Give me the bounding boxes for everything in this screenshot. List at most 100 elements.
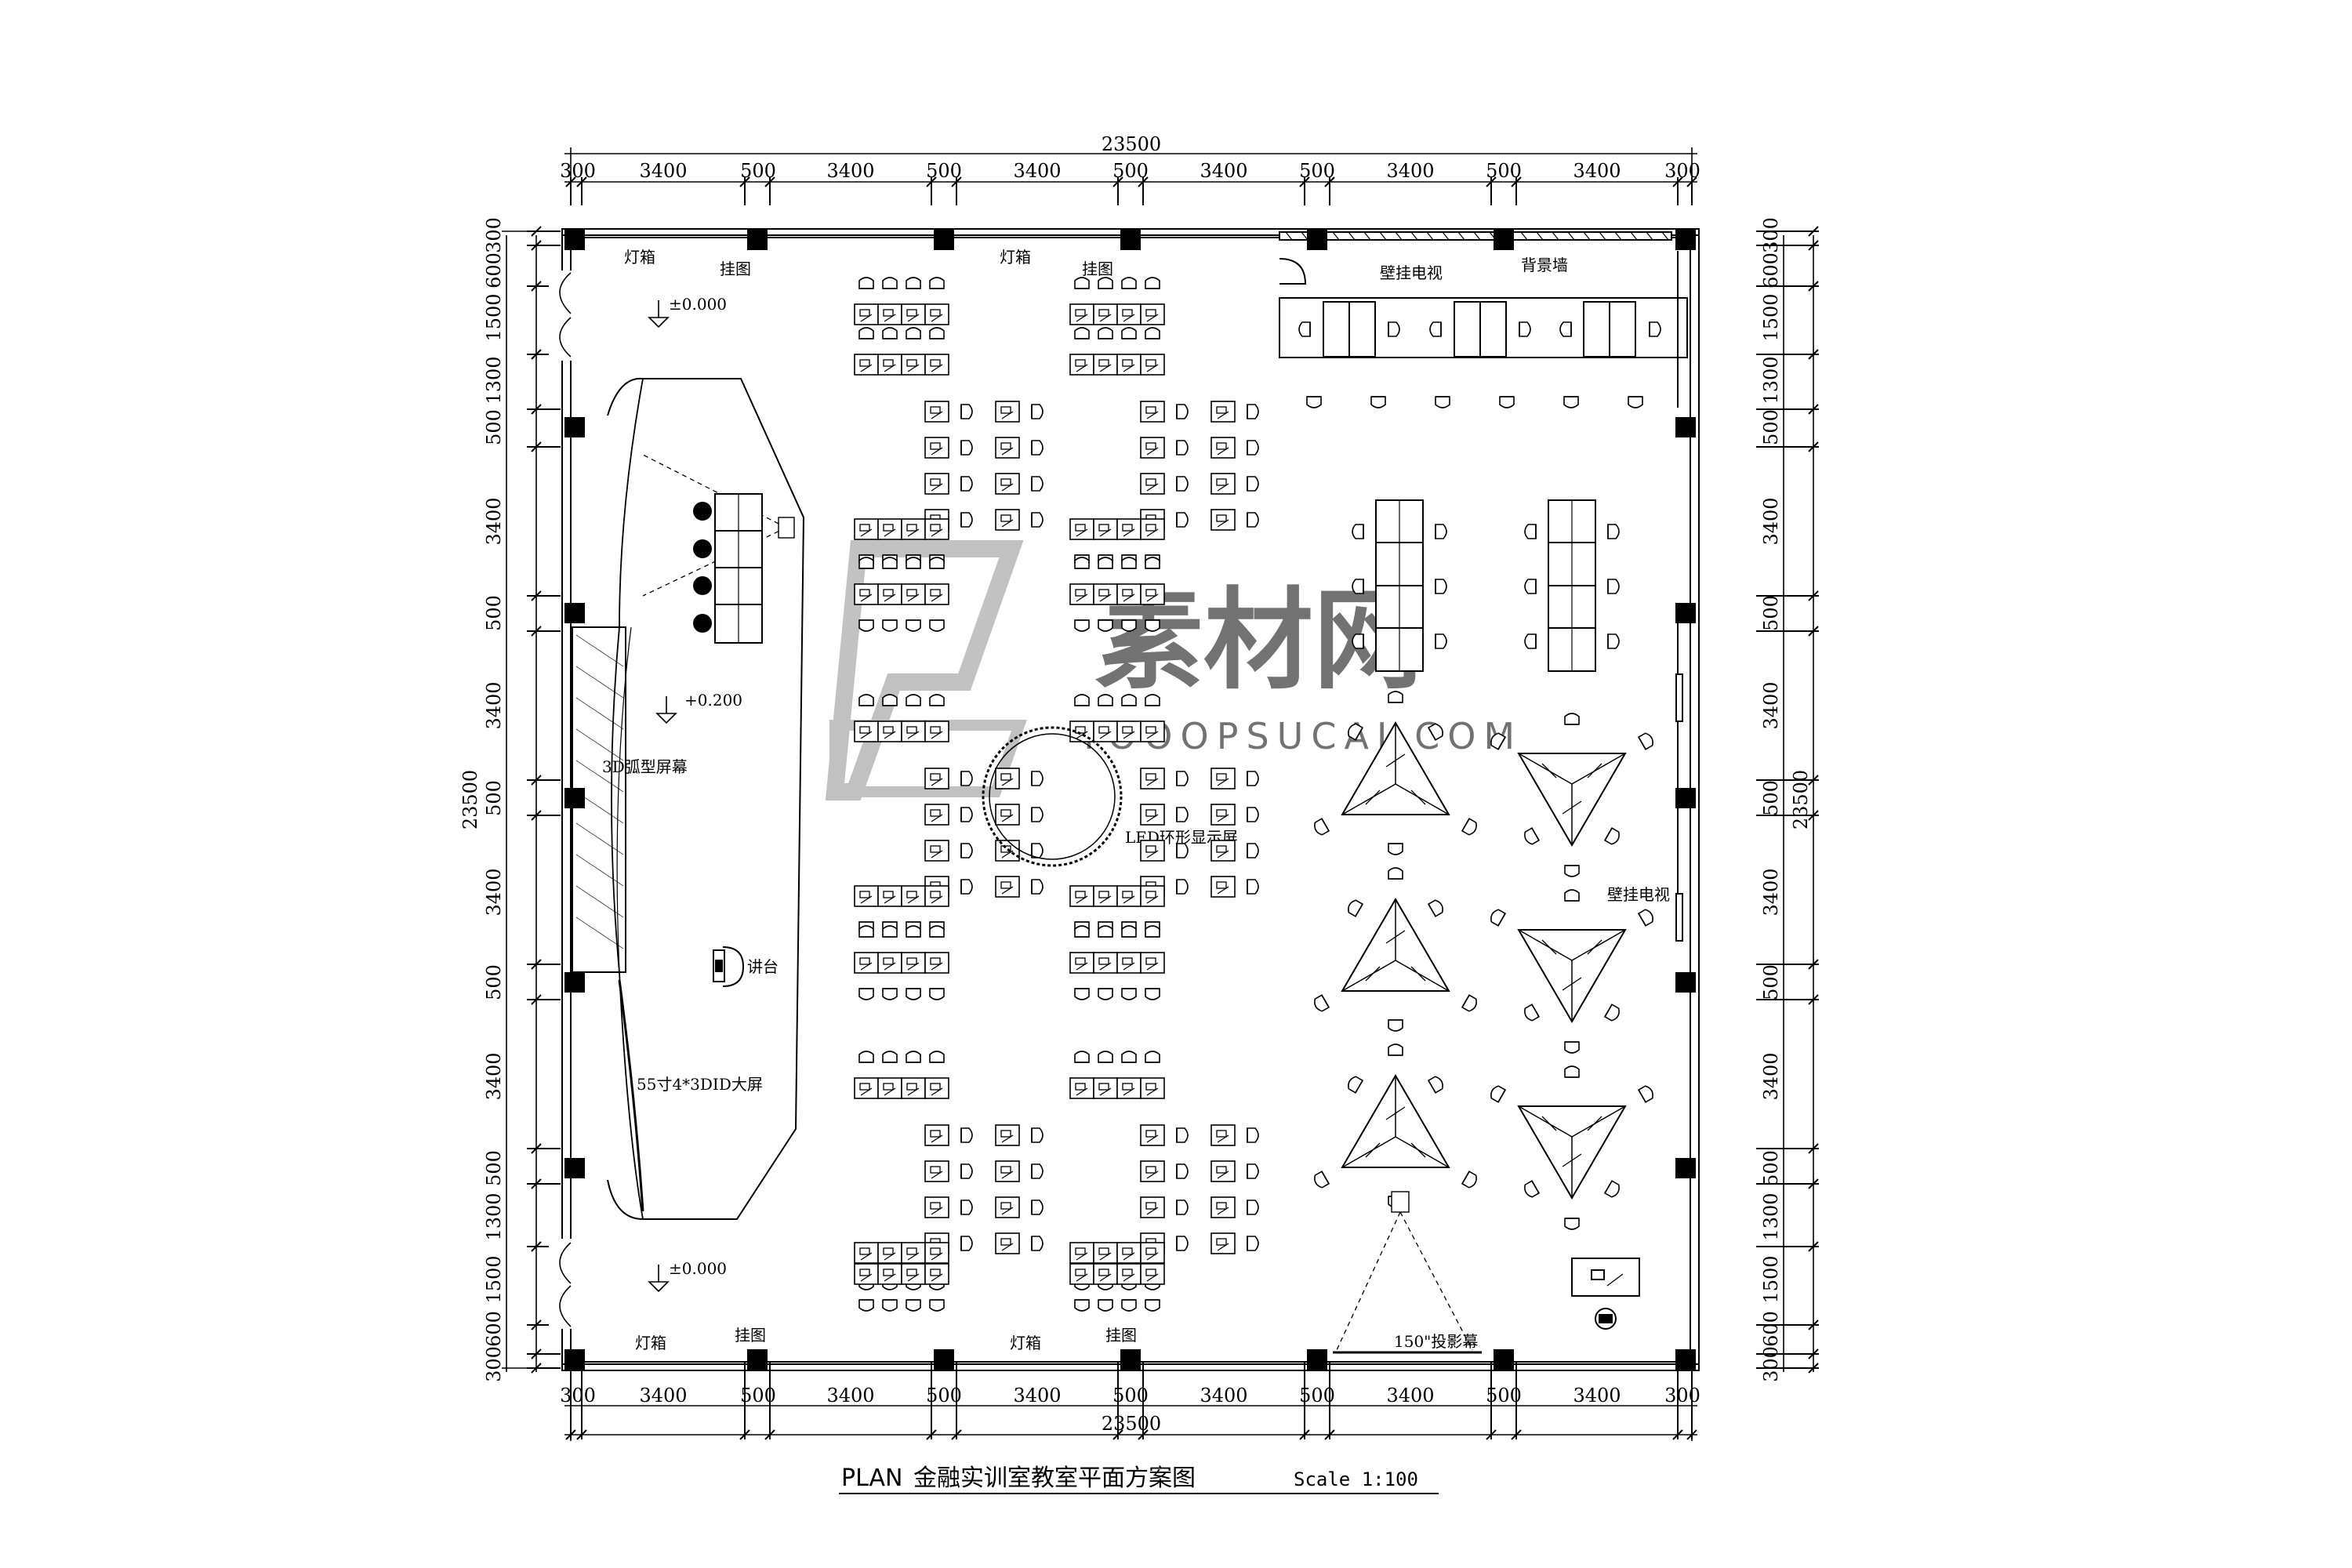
chair: [929, 1299, 945, 1312]
computer-desk: [995, 1160, 1020, 1182]
top-dim-3: 3400: [826, 160, 874, 182]
chair: [1247, 879, 1259, 895]
chair: [1031, 440, 1044, 456]
left-dim-13: 1300: [483, 1192, 505, 1240]
label-hanging-picture-top-center: 挂图: [1082, 260, 1113, 278]
computer-desk: [1116, 1077, 1142, 1099]
computer-desk: [1140, 437, 1165, 459]
computer-desk: [901, 1077, 926, 1099]
chair: [960, 1163, 973, 1179]
computer-desk: [1210, 840, 1236, 862]
computer-desk: [1140, 720, 1165, 742]
chair: [960, 879, 973, 895]
chair: [1098, 1299, 1113, 1312]
label-light-box-top-center: 灯箱: [1000, 248, 1031, 267]
computer-desk: [1116, 354, 1142, 376]
chair: [1121, 557, 1137, 569]
computer-desk: [901, 583, 926, 605]
chair: [858, 277, 874, 289]
chair: [1074, 925, 1090, 938]
chair: [1247, 1200, 1259, 1215]
chair: [1031, 879, 1044, 895]
top-overall-dimension: 23500: [1102, 133, 1161, 155]
right-dim-10: 500: [1760, 964, 1782, 1000]
chair: [1145, 557, 1160, 569]
chair: [906, 557, 921, 569]
computer-desk: [1140, 1077, 1165, 1099]
chair: [1074, 277, 1090, 289]
chair: [858, 557, 874, 569]
label-light-box-top-left: 灯箱: [624, 248, 655, 267]
computer-desk: [877, 1242, 902, 1264]
computer-desk: [1140, 303, 1165, 325]
computer-desk: [995, 768, 1020, 789]
chair: [1031, 807, 1044, 822]
desk-column: [1210, 1124, 1259, 1254]
chair: [1247, 1163, 1259, 1179]
computer-desk: [1210, 401, 1236, 423]
right-dim-8: 500: [1760, 780, 1782, 816]
chair: [1121, 277, 1137, 289]
computer-desk: [877, 354, 902, 376]
computer-desk: [995, 876, 1020, 898]
desk-column: [1140, 1124, 1189, 1254]
desk-column: [995, 768, 1044, 898]
chair: [1031, 476, 1044, 492]
desk-row: [854, 1051, 949, 1099]
computer-desk: [1210, 876, 1236, 898]
bottom-dim-7: 3400: [1200, 1385, 1247, 1406]
chair: [1098, 619, 1113, 632]
top-dim-12: 300: [1664, 160, 1700, 182]
top-dim-1: 3400: [639, 160, 687, 182]
computer-desk: [1140, 583, 1165, 605]
right-dim-16: 300: [1760, 1346, 1782, 1382]
desk-row: [1069, 1051, 1165, 1099]
computer-desk: [995, 1196, 1020, 1218]
chair: [882, 694, 898, 706]
left-dim-10: 500: [483, 964, 505, 1000]
chair: [858, 694, 874, 706]
chair: [1074, 694, 1090, 706]
chair: [1074, 1051, 1090, 1063]
chair: [1074, 327, 1090, 339]
chair: [929, 277, 945, 289]
bottom-dimension-labels: 300 3400 500 3400 500 3400 500 3400 500 …: [560, 1385, 1700, 1406]
chair: [960, 807, 973, 822]
right-dim-9: 3400: [1760, 868, 1782, 916]
top-dim-0: 300: [560, 160, 596, 182]
chair: [960, 771, 973, 786]
chair: [1031, 1163, 1044, 1179]
computer-desk: [854, 885, 879, 907]
chair: [1247, 807, 1259, 822]
bottom-dim-1: 3400: [639, 1385, 687, 1406]
chair: [1145, 277, 1160, 289]
computer-desk: [1116, 518, 1142, 540]
chair: [1176, 1236, 1189, 1251]
chair: [858, 988, 874, 1000]
chair: [1031, 1200, 1044, 1215]
top-dim-10: 500: [1486, 160, 1522, 182]
chair: [1074, 557, 1090, 569]
chair: [960, 1236, 973, 1251]
label-3d-screen: 3D弧型屏幕: [602, 757, 688, 776]
chair: [882, 988, 898, 1000]
computer-desk: [901, 720, 926, 742]
left-dim-1: 600: [483, 252, 505, 289]
computer-desk: [1069, 354, 1094, 376]
left-dim-9: 3400: [483, 868, 505, 916]
computer-desk: [901, 952, 926, 974]
computer-desk: [1210, 1160, 1236, 1182]
chair: [960, 440, 973, 456]
desk-row: [1069, 925, 1165, 1000]
computer-desk: [1140, 518, 1165, 540]
right-dim-13: 1300: [1760, 1192, 1782, 1240]
computer-desk: [1140, 840, 1165, 862]
computer-desk: [1093, 583, 1118, 605]
computer-desk: [924, 401, 949, 423]
computer-desk: [924, 354, 949, 376]
chair: [1031, 404, 1044, 419]
chair: [929, 694, 945, 706]
chair: [1247, 843, 1259, 858]
label-hanging-picture-bottom-left: 挂图: [735, 1326, 766, 1345]
label-projection-screen: 150"投影幕: [1394, 1332, 1478, 1351]
